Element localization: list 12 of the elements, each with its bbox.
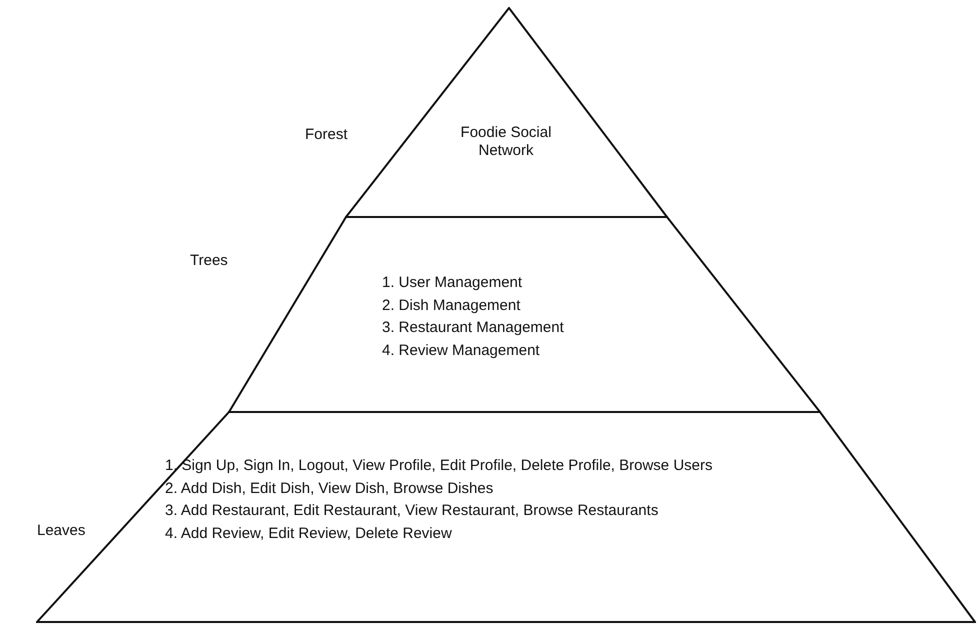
list-item: 4. Add Review, Edit Review, Delete Review	[165, 524, 452, 544]
level-label: Leaves	[37, 522, 86, 539]
level-label: Trees	[190, 252, 228, 269]
list-item: 2. Add Dish, Edit Dish, View Dish, Browse Dishes	[165, 478, 494, 498]
level-title: Foodie Social Network	[460, 124, 552, 160]
list-item: 3. Restaurant Management	[382, 318, 564, 338]
list-item: 1. User Management	[382, 273, 522, 293]
list-item: 1. Sign Up, Sign In, Logout, View Profile, Edit Profile, Delete Profile, Browse Users	[165, 456, 712, 476]
list-item: 4. Review Management	[382, 340, 540, 360]
level-label: Forest	[305, 126, 348, 143]
list-item: 3. Add Restaurant, Edit Restaurant, View Restaurant, Browse Restaurants	[165, 501, 658, 521]
list-item: 2. Dish Management	[382, 296, 520, 316]
